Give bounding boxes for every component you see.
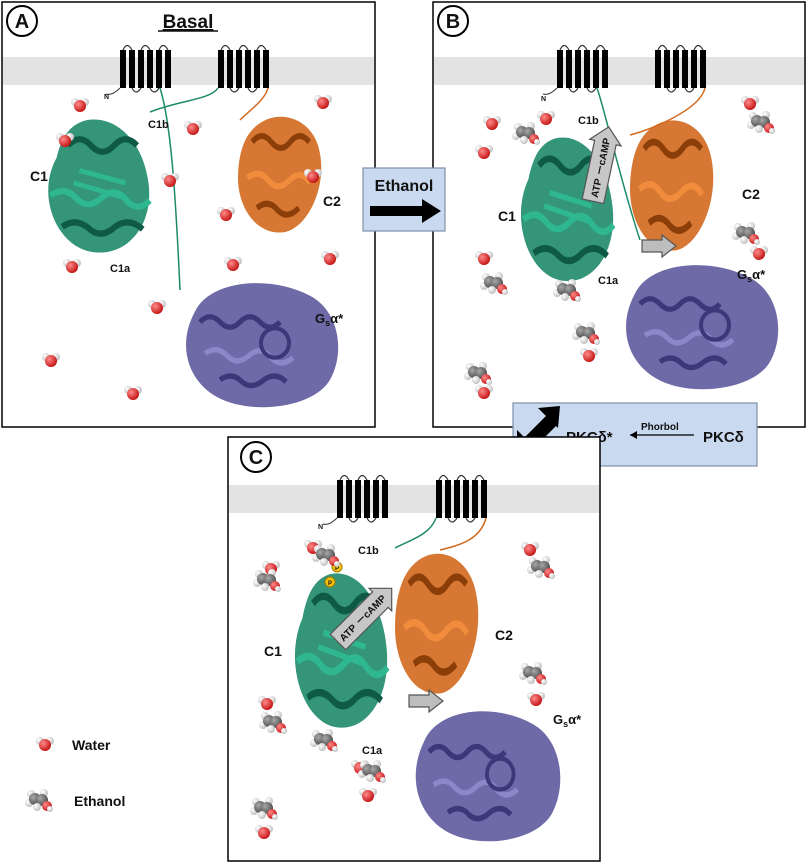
panel-b: ATP cAMP B N C1b C1 C1a C2 Gsα* [432, 1, 806, 428]
legend-ethanol-label: Ethanol [74, 793, 125, 809]
panel-letter: A [15, 11, 29, 33]
panel-letter: C [249, 447, 263, 469]
atp-camp-arrow: ATP cAMP [329, 587, 393, 651]
c1-label: C1 [498, 208, 516, 224]
gs-alpha-label: Gsα* [315, 311, 344, 328]
c1a-label: C1a [598, 275, 619, 287]
n-terminus-label: N [104, 94, 109, 101]
c1b-label: C1b [578, 115, 599, 127]
membrane [229, 485, 599, 513]
c1a-label: C1a [362, 745, 383, 757]
panel-a: A Basal N C1b C1 C1a C2 Gsα* [1, 1, 376, 428]
panel-letter: B [446, 11, 460, 33]
ethanol-arrow [370, 199, 441, 223]
gs-alpha-domain [626, 265, 778, 389]
legend-ethanol-icon [25, 789, 53, 812]
c2-label: C2 [323, 193, 341, 209]
panel-c: ATP cAMP P P C N C1b C1 C1a C2 Gsα* [227, 436, 601, 862]
gs-alpha-domain [186, 283, 338, 407]
legend-water-label: Water [72, 737, 111, 753]
n-terminus-label: N [318, 524, 323, 531]
n-terminus-label: N [541, 96, 546, 103]
gs-alpha-label: Gsα* [737, 267, 766, 284]
phosphate-marker: P [324, 576, 336, 588]
atp-camp-arrow: ATP cAMP [581, 126, 623, 205]
gs-alpha-domain [416, 711, 561, 841]
panel-title: Basal [163, 12, 214, 33]
c1a-label: C1a [110, 263, 131, 275]
phorbol-label: Phorbol [641, 422, 679, 433]
pkc-inactive-label: PKCδ [703, 429, 744, 446]
ethanol-box-label: Ethanol [375, 178, 434, 195]
membrane [3, 57, 374, 85]
c1b-label: C1b [148, 119, 169, 131]
c2-label: C2 [495, 627, 513, 643]
gs-alpha-label: Gsα* [553, 712, 582, 729]
svg-text:P: P [328, 581, 332, 587]
legend: Water Ethanol [25, 737, 125, 812]
membrane [434, 57, 804, 85]
svg-text:ATP: ATP [590, 177, 605, 198]
c1-label: C1 [30, 168, 48, 184]
svg-text:P: P [335, 566, 339, 572]
ethanol-transition: Ethanol [362, 167, 446, 232]
legend-water-icon [36, 737, 54, 751]
c2-label: C2 [742, 186, 760, 202]
c1b-label: C1b [358, 545, 379, 557]
c1-label: C1 [264, 643, 282, 659]
